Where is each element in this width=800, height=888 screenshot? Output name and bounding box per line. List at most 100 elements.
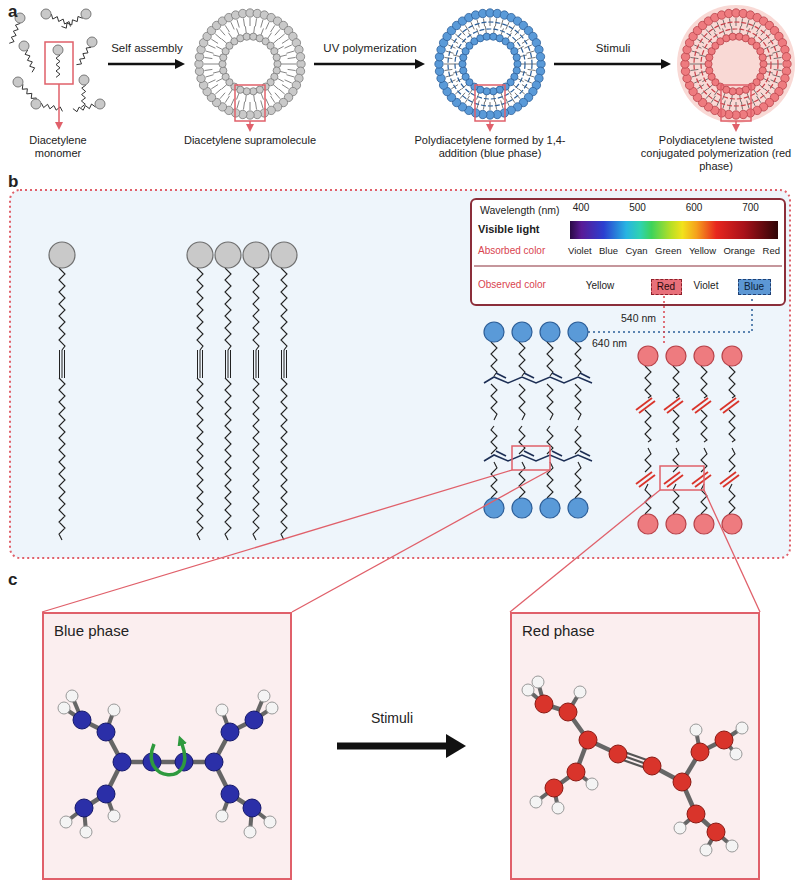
alkyl-chain [197, 268, 203, 350]
hydrogen-atom [266, 702, 278, 714]
box-heading: Blue phase [54, 622, 280, 640]
hydrogen-atom [726, 840, 738, 852]
alkyl-chain [281, 378, 287, 540]
lipid-tail [225, 96, 229, 103]
polymer-backbone [448, 22, 532, 106]
lipid-head [220, 67, 227, 74]
process-arrow [314, 63, 416, 66]
lipid-tail [711, 25, 715, 32]
double-bond [580, 451, 590, 456]
lipid-head [460, 67, 467, 74]
monomer-head [53, 45, 63, 55]
carbon-atom [535, 695, 553, 713]
lipid-head [540, 322, 560, 342]
table-cell: Violet [568, 245, 592, 256]
lipid-tail [271, 96, 275, 103]
lipid-tail [288, 64, 296, 65]
box-label: Red [657, 281, 675, 293]
lipid-head [484, 322, 504, 342]
triple-bond [256, 350, 257, 378]
hydrogen-atom [258, 690, 270, 702]
hydrogen-atom [264, 816, 276, 828]
hydrogen-atom [574, 686, 586, 698]
hydrogen-atom [530, 796, 542, 808]
lipid-head [514, 60, 521, 67]
lipid-tail [465, 96, 469, 103]
lipid-head [237, 35, 244, 42]
carbon-atom [707, 823, 725, 841]
lipid-head [483, 33, 490, 40]
monomer-tail [76, 47, 91, 64]
carbon-atom [113, 753, 131, 771]
monomer-head [81, 9, 91, 19]
hydrogen-atom [244, 826, 256, 838]
lipid-head [215, 242, 241, 268]
lipid-tail [273, 39, 278, 44]
lipid-head [666, 346, 686, 366]
phase-box: Blue phase [42, 612, 292, 880]
lipid-head [490, 33, 497, 40]
lipid-head [256, 86, 263, 93]
lipid-tail [213, 55, 220, 57]
lipid-head [736, 33, 743, 40]
alkyl-chain [645, 448, 651, 472]
lipid-tail [280, 55, 287, 57]
lipid-tail [250, 18, 251, 26]
double-bond [580, 373, 590, 378]
lipid-head [273, 54, 280, 61]
lipid-tail [261, 20, 263, 28]
lipid-head [513, 54, 520, 61]
alkyl-chain [673, 448, 679, 472]
carbon-atom [567, 763, 585, 781]
carbon-atom [205, 753, 223, 771]
table-ground [470, 198, 786, 306]
leader-arrow [249, 121, 251, 125]
lipid-head [706, 67, 713, 74]
highlight-box [512, 446, 550, 470]
zoom-line [510, 490, 660, 612]
carbon-atom [97, 785, 115, 803]
highlight-box [660, 466, 704, 490]
carbon-atom [243, 799, 261, 817]
lipid-tail [243, 18, 244, 26]
twisted-backbone [667, 475, 683, 487]
panel-c [42, 470, 760, 880]
alkyl-chain [281, 268, 287, 350]
lipid-tail [279, 89, 285, 94]
lipid-tail [206, 75, 214, 77]
lipid-tail [282, 39, 289, 43]
lipid-tail [213, 71, 220, 73]
lipid-tail [253, 26, 255, 33]
carbon-atom [97, 723, 115, 741]
lipid-tail [245, 26, 247, 33]
lipid-tail [245, 95, 247, 102]
alkyl-chain [547, 384, 553, 420]
highlight-box [475, 85, 505, 121]
alkyl-chain [491, 426, 497, 454]
alkyl-chain [729, 366, 735, 398]
hydrogen-atom [522, 684, 534, 696]
polymer-backbone [455, 29, 525, 99]
lipid-tail [453, 55, 460, 57]
double-bond [552, 373, 562, 378]
carbon-atom [559, 703, 577, 721]
carbon-atom [643, 757, 661, 775]
lipid-tail [268, 90, 272, 96]
lipid-tail [277, 46, 283, 49]
lipid-head [638, 514, 658, 534]
lipid-tail [774, 69, 782, 70]
carbon-atom [545, 779, 563, 797]
hydrogen-atom [700, 844, 712, 856]
glow [677, 5, 795, 123]
lipid-head [250, 88, 257, 95]
lipid-head [477, 35, 484, 42]
triple-bond [200, 350, 201, 378]
structure-label: Diacetylene supramolecule [175, 134, 325, 147]
alkyl-chain [645, 410, 651, 442]
lipid-head [638, 346, 658, 366]
alkyl-chain [729, 448, 735, 472]
alkyl-chain [701, 366, 707, 398]
lipid-tail [511, 96, 515, 103]
alkyl-chain [701, 410, 707, 442]
